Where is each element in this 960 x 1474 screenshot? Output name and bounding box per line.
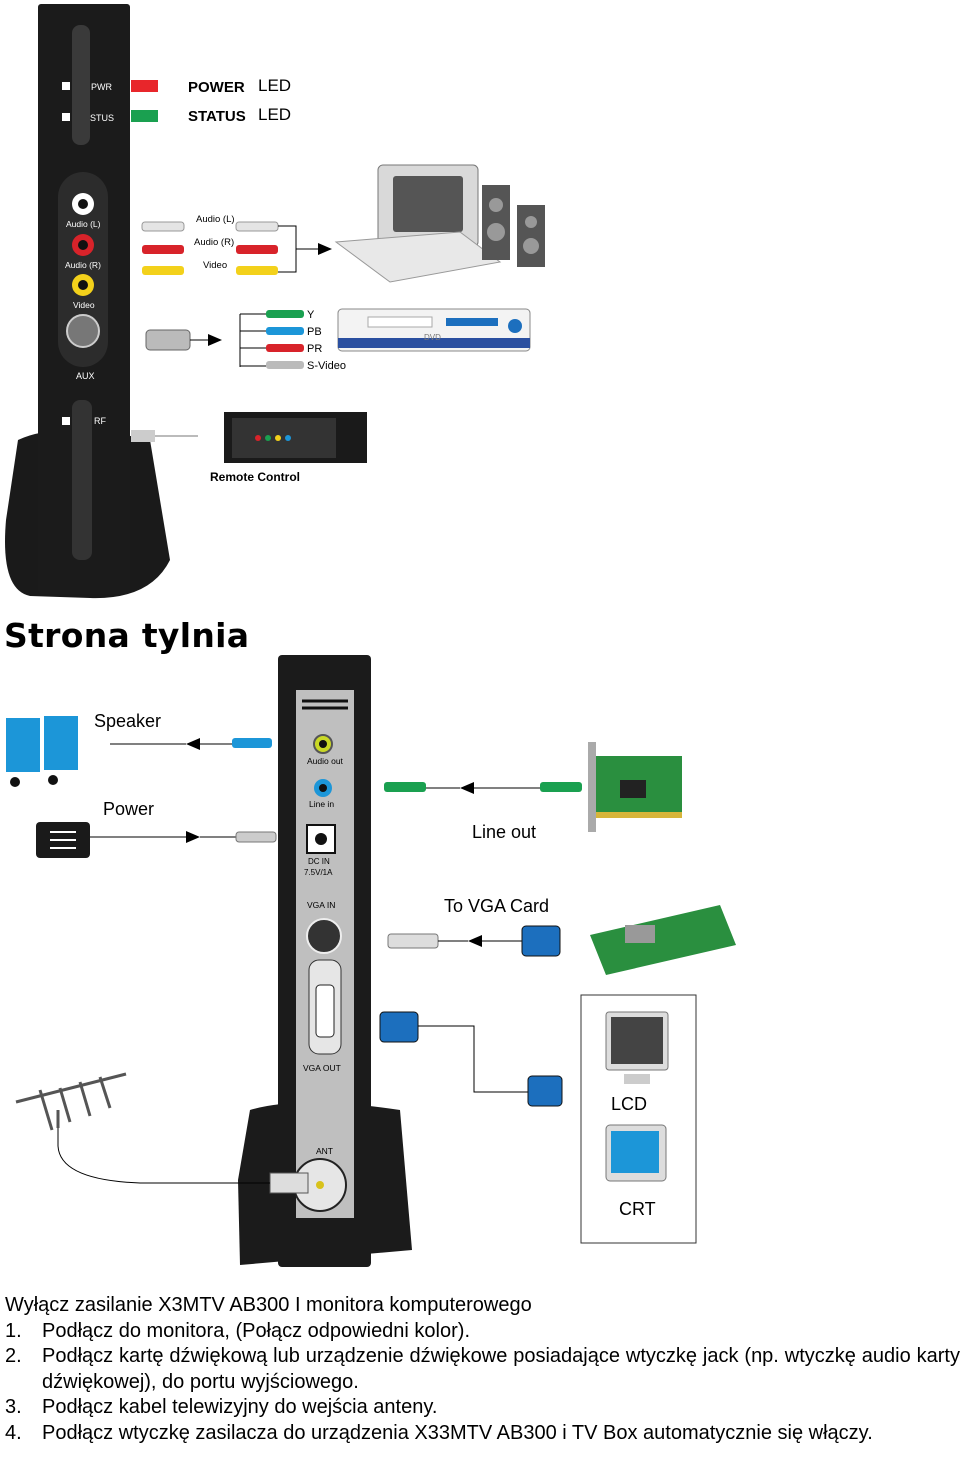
step-text: Podłącz wtyczkę zasilacza do urządzenia … [42,1421,873,1444]
dc-spec-label: 7.5V/1A [304,868,333,877]
line-out-label: Line out [472,822,536,842]
arrow-from-vga-card [468,935,482,947]
step-number: 1. [5,1319,22,1342]
status-led-suffix: LED [258,105,291,124]
crt-monitor-illustration [605,1124,667,1182]
dvd-label: DVD [424,333,441,342]
cable-audio-l-label: Audio (L) [196,214,235,225]
monitor-box [580,994,697,1244]
vga-out-port-label: VGA OUT [303,1063,341,1073]
line-in-port-label: Line in [309,799,334,809]
audio-l-port-label: Audio (L) [66,219,101,229]
dc-in-port-label: DC IN [308,857,330,866]
power-label: Power [103,799,154,819]
vga-out-cable-plug [379,1011,419,1043]
component-svideo-label: S-Video [307,360,346,372]
rf-label: RF [94,416,106,426]
status-led-swatch [131,110,158,122]
ant-port-label: ANT [316,1146,333,1156]
antenna-plug [269,1172,309,1194]
speaker-illustration [6,716,78,787]
rca-cable-right-plugs [235,221,279,275]
front-panel-diagram: PWR STUS POWER LED STATUS LED Audio (L) … [5,4,545,599]
svideo-plug [145,329,191,351]
vga-in-port-label: VGA IN [307,900,335,910]
step-text: Podłącz do monitora, (Połącz odpowiedni … [42,1319,470,1342]
rca-cable-left-plugs [141,221,185,275]
stus-indicator [62,113,70,121]
power-led-word: POWER [188,79,245,96]
step-number: 2. [5,1345,22,1367]
pwr-label: PWR [91,82,112,92]
video-port-label: Video [73,300,95,310]
instruction-step: 1. Podłącz do monitora, (Połącz odpowied… [5,1319,960,1345]
to-vga-card-label: To VGA Card [444,896,549,916]
status-led-word: STATUS [188,108,246,125]
vga-in-port [306,918,342,954]
audio-out-port-label: Audio out [307,756,344,766]
arrow-to-dc-in [186,831,200,843]
power-led-swatch [131,80,158,92]
tv-antenna-illustration [15,1072,127,1131]
monitor-cable-plug [527,1075,563,1107]
remote-control-label: Remote Control [210,470,300,484]
arrow-to-tv [318,243,332,255]
rf-cable [131,430,155,442]
speaker-label: Speaker [94,711,161,731]
component-pb-label: PB [307,326,322,338]
svideo-port [66,314,100,348]
lcd-monitor-illustration [605,1011,669,1084]
instruction-step: 3. Podłącz kabel telewizyjny do wejścia … [5,1395,960,1421]
dvd-player-illustration: DVD [337,308,531,352]
vga-cable-plug [521,925,561,957]
remote-control-illustration [224,412,367,463]
cable-video-label: Video [203,260,227,271]
step-text: Podłącz kartę dźwiękową lub urządzenie d… [42,1345,960,1393]
instructions: Wyłącz zasilanie X3MTV AB300 I monitora … [5,1293,960,1446]
vga-out-port [315,984,335,1038]
power-led-suffix: LED [258,76,291,95]
arrow-to-aux [208,334,222,346]
tv-stereo-illustration [334,164,545,283]
step-number: 3. [5,1396,22,1418]
arrow-to-speaker [186,738,200,750]
instruction-step: 4. Podłącz wtyczkę zasilacza do urządzen… [5,1421,960,1447]
rear-panel-diagram: Audio out Line in DC IN 7.5V/1A VGA IN V… [6,655,736,1267]
lcd-label: LCD [611,1094,647,1114]
rear-port-plate [296,690,354,1218]
pwr-indicator [62,82,70,90]
stus-label: STUS [90,113,114,123]
instructions-lead: Wyłącz zasilanie X3MTV AB300 I monitora … [5,1294,532,1316]
component-pr-label: PR [307,343,322,355]
vga-card-illustration [590,905,736,975]
audio-r-port-label: Audio (R) [65,260,101,270]
av-port-panel [58,172,108,367]
rf-indicator [62,417,70,425]
step-number: 4. [5,1421,22,1444]
cable-audio-r-label: Audio (R) [194,237,234,248]
section-title: Strona tylnia [4,616,250,655]
arrow-from-sound-card [460,782,474,794]
instruction-step: 2. Podłącz kartę dźwiękową lub urządzeni… [5,1344,960,1395]
sound-card-illustration [588,742,682,832]
crt-label: CRT [619,1199,656,1219]
step-text: Podłącz kabel telewizyjny do wejścia ant… [42,1396,438,1418]
aux-label: AUX [76,371,95,381]
component-y-label: Y [307,309,315,321]
